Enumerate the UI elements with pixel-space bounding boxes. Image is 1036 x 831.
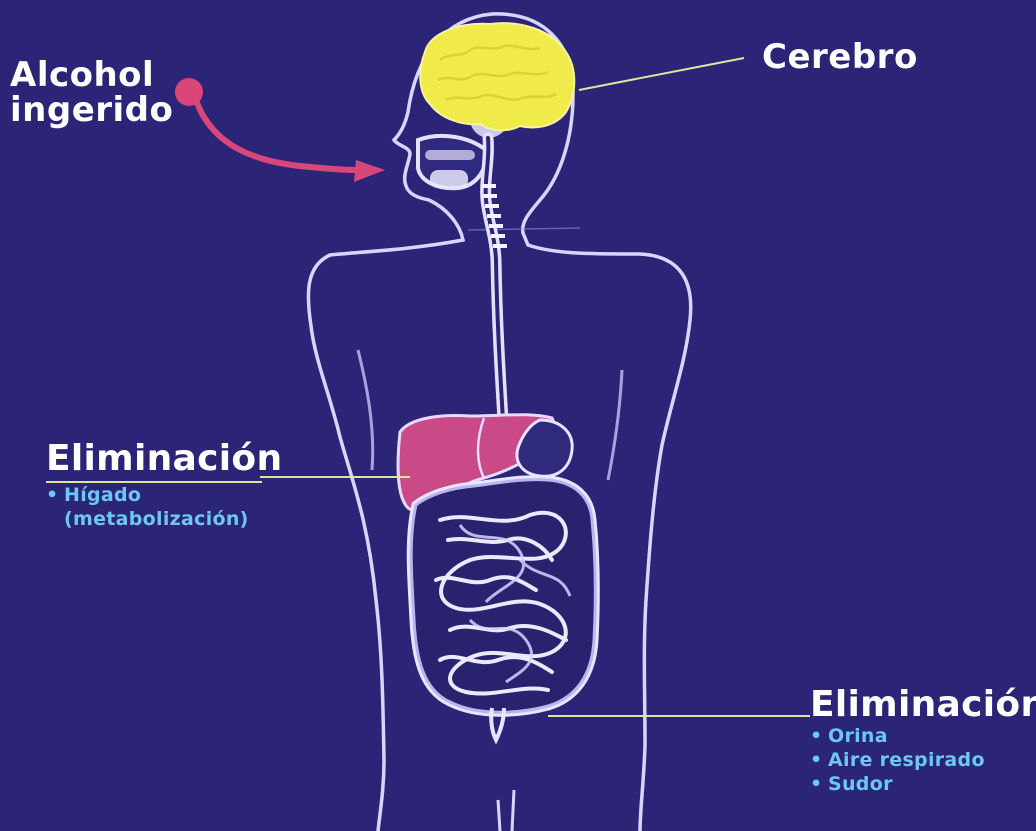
elimination-liver-heading: Eliminación <box>46 440 282 478</box>
excretion-item-breath: •Aire respirado <box>810 748 1036 772</box>
intake-arrow-path <box>196 100 356 170</box>
intake-label-line-1: Alcohol <box>10 58 173 93</box>
excretion-item-breath-text: Aire respirado <box>828 749 985 771</box>
excretion-item-sweat-text: Sudor <box>828 773 893 795</box>
liver-item-continuation: (metabolización) <box>46 507 282 531</box>
brain-leader-line <box>579 58 744 90</box>
intake-label: Alcohol ingerido <box>10 58 173 127</box>
excretion-item-sweat: •Sudor <box>810 772 1036 796</box>
excretion-item-urine-text: Orina <box>828 725 888 747</box>
bullet-icon: • <box>46 483 64 507</box>
bullet-icon: • <box>810 724 828 748</box>
excretion-item-urine: •Orina <box>810 724 1036 748</box>
elimination-excretion-heading: Eliminación <box>810 686 1036 724</box>
liver-item: •Hígado <box>46 483 282 507</box>
arrow-icon <box>354 160 385 182</box>
legs-line <box>498 790 514 831</box>
shoulder-line <box>468 228 580 230</box>
intake-label-line-2: ingerido <box>10 93 173 128</box>
tongue <box>430 170 468 188</box>
bullet-icon: • <box>810 748 828 772</box>
right-arm-line <box>608 370 622 480</box>
large-intestine-inner <box>411 480 595 713</box>
liver-item-text: Hígado <box>64 484 141 506</box>
jaw-cavity <box>425 150 475 160</box>
elimination-excretion-section: Eliminación •Orina •Aire respirado •Sudo… <box>810 686 1036 796</box>
left-arm-line <box>358 350 373 470</box>
bullet-icon: • <box>810 772 828 796</box>
elimination-liver-section: Eliminación •Hígado (metabolización) <box>46 440 282 531</box>
brain-label: Cerebro <box>762 40 918 75</box>
